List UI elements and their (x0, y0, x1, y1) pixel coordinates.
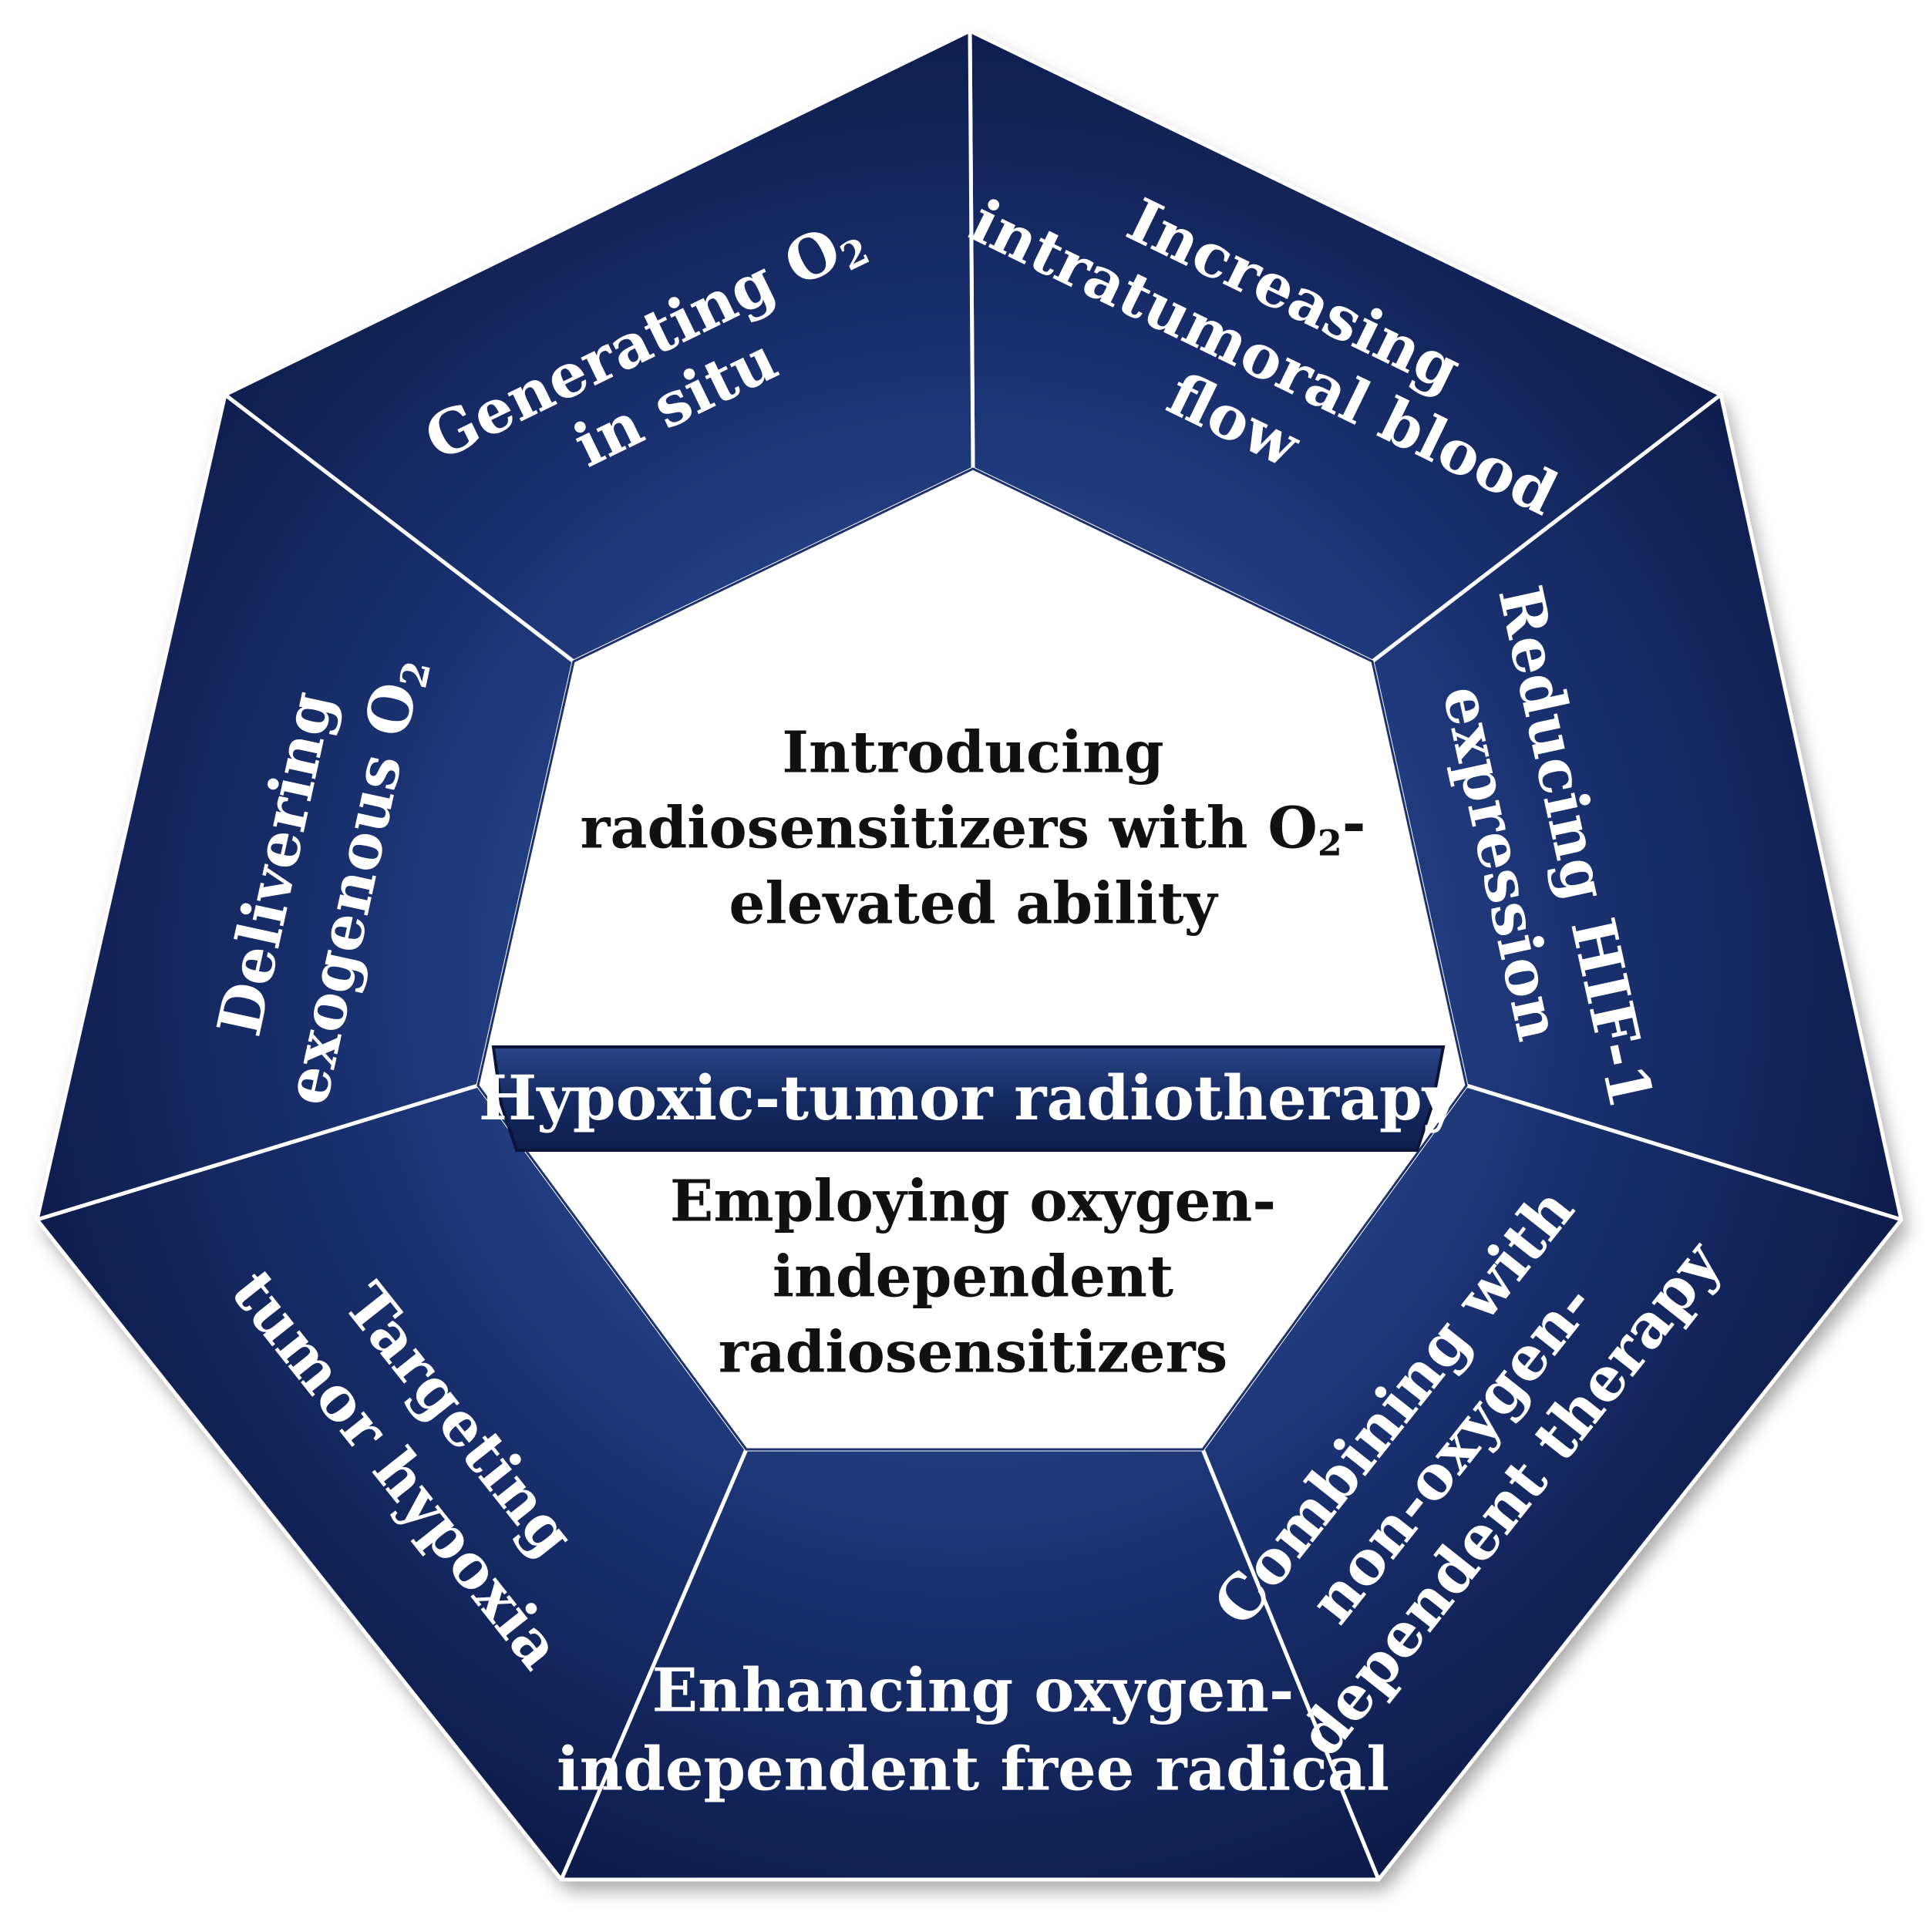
segments-layer (35, 29, 1904, 1882)
segment-label-enhancing-free-radical-line-1-text: Enhancing oxygen- (652, 1656, 1294, 1726)
segment-label-enhancing-free-radical-line-2: independent free radical (557, 1735, 1389, 1805)
core-upper-text-line-2-text: radiosensitizers with O (581, 795, 1318, 861)
core-lower-text-line-1-text: Employing oxygen- (670, 1168, 1276, 1234)
core-upper-text-line-2: radiosensitizers with O2- (581, 790, 1366, 863)
core-lower-text-line-3-text: radiosensitizers (719, 1319, 1228, 1385)
core-layer (476, 467, 1468, 1451)
band-title: Hypoxic-tumor radiotherapy (479, 1062, 1460, 1134)
core-upper-text-line-3-text: elevated ability (729, 870, 1218, 937)
segment-label-enhancing-free-radical-line-2-text: independent free radical (557, 1735, 1389, 1805)
core-upper-text-line-3: elevated ability (729, 870, 1218, 937)
core-heptagon (476, 467, 1468, 1451)
core-upper-text-line-1: Introducing (782, 719, 1163, 786)
core-lower-text-line-2: independent (773, 1244, 1173, 1310)
core-upper-text-line-2-tail: - (1342, 790, 1366, 857)
core-lower-text-line-3: radiosensitizers (719, 1319, 1228, 1385)
center-band (491, 1045, 1446, 1152)
core-lower-text-line-2-text: independent (773, 1244, 1173, 1310)
segment-label-enhancing-free-radical-line-1: Enhancing oxygen- (652, 1656, 1294, 1726)
core-upper-text-line-2-subscript: 2 (1318, 822, 1342, 863)
core-lower-text-line-1: Employing oxygen- (670, 1168, 1276, 1234)
core-lower-text: Employing oxygen-independent radiosensiti… (670, 1168, 1276, 1385)
core-upper-text-line-1-text: Introducing (782, 719, 1163, 786)
segment-label-enhancing-free-radical: Enhancing oxygen-independent free radica… (557, 1656, 1389, 1805)
